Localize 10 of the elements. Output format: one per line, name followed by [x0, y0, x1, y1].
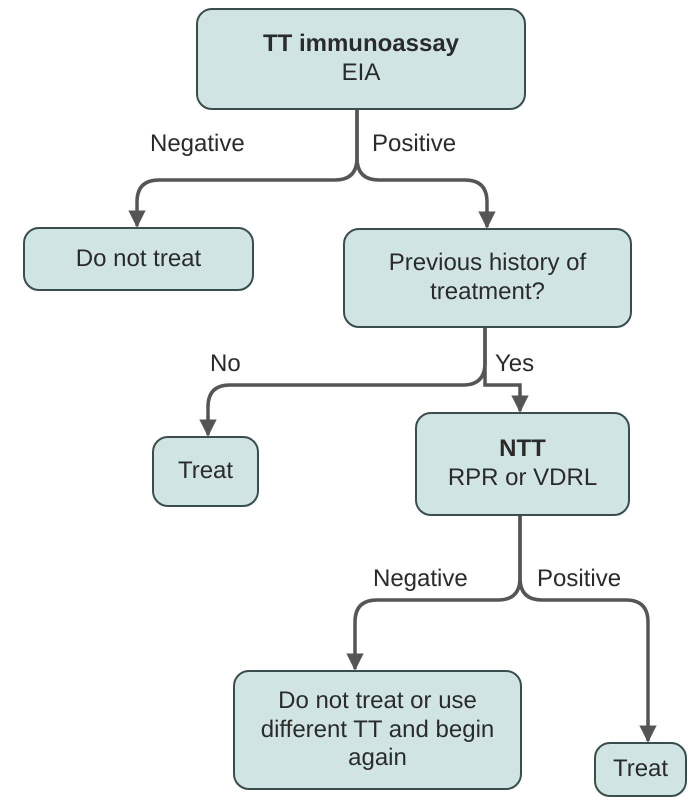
arrow — [355, 110, 496, 229]
process-box: TT immunoassay EIA — [196, 8, 526, 110]
process-box: Previous history of treatment? — [343, 228, 632, 328]
process-box: Treat — [152, 436, 259, 507]
process-box: Treat — [594, 742, 687, 797]
process-box: Do not treat — [23, 227, 254, 291]
arrow — [518, 516, 657, 743]
process-box: NTT RPR or VDRL — [415, 412, 630, 516]
process-box: Do not treat or use different TT and begin again — [233, 670, 522, 790]
arrow — [483, 328, 529, 413]
